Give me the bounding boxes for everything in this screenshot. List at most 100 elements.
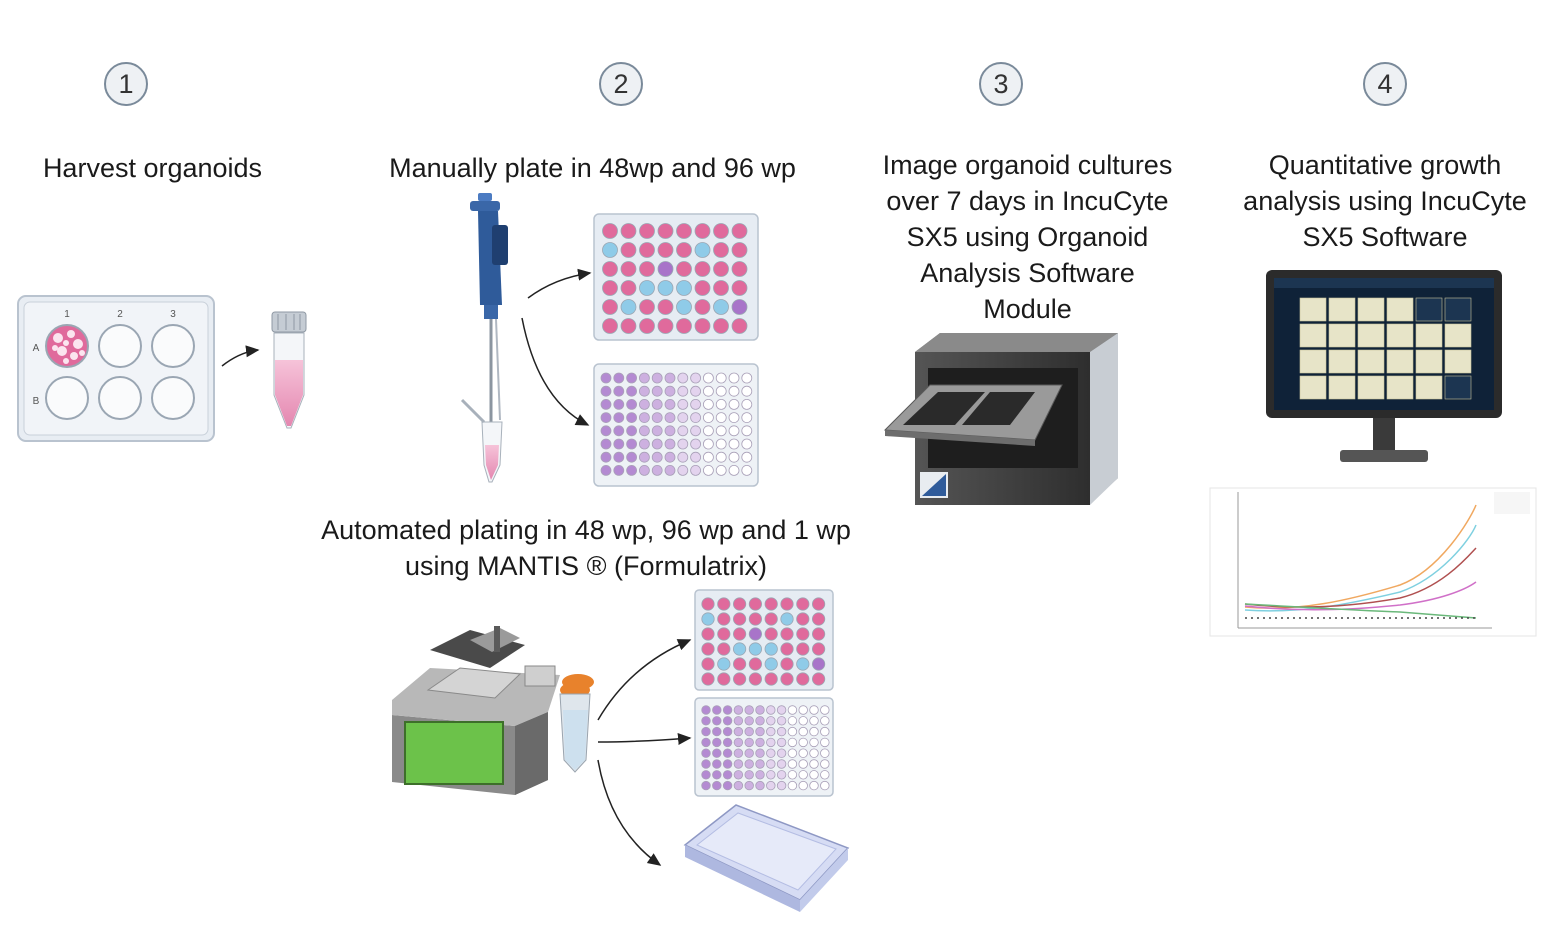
well bbox=[732, 612, 747, 626]
monitor-image-tile bbox=[1328, 349, 1356, 374]
well bbox=[701, 759, 711, 769]
well bbox=[741, 438, 753, 450]
well bbox=[733, 780, 744, 791]
well bbox=[798, 780, 808, 791]
well bbox=[809, 705, 819, 715]
well bbox=[780, 672, 794, 686]
well bbox=[701, 597, 715, 611]
well bbox=[741, 372, 753, 384]
well bbox=[639, 299, 655, 315]
well bbox=[613, 412, 625, 424]
well bbox=[703, 425, 714, 437]
well bbox=[748, 672, 763, 686]
well bbox=[690, 385, 701, 397]
well bbox=[626, 398, 637, 410]
well bbox=[713, 261, 729, 277]
well bbox=[690, 398, 701, 410]
well bbox=[676, 280, 692, 296]
falcon-tube-icon bbox=[559, 674, 594, 773]
monitor-image-tile bbox=[1386, 297, 1414, 322]
well bbox=[676, 299, 692, 315]
step-3-label-line: Image organoid cultures bbox=[882, 150, 1173, 180]
well bbox=[722, 770, 733, 780]
well bbox=[602, 299, 618, 315]
well bbox=[731, 261, 748, 277]
well bbox=[712, 759, 722, 769]
well bbox=[796, 627, 810, 641]
conical-tube-icon bbox=[271, 311, 307, 429]
well bbox=[602, 242, 618, 258]
mantis-dispenser-icon bbox=[392, 626, 560, 795]
well bbox=[701, 627, 715, 641]
well bbox=[809, 737, 819, 748]
well bbox=[766, 770, 776, 780]
well bbox=[613, 464, 625, 476]
well bbox=[676, 223, 692, 239]
well bbox=[728, 412, 740, 424]
monitor-image-tile bbox=[1357, 349, 1385, 374]
well bbox=[798, 705, 808, 715]
arrow bbox=[597, 639, 692, 721]
well bbox=[722, 716, 733, 726]
well bbox=[766, 716, 776, 726]
well bbox=[755, 737, 765, 748]
well bbox=[651, 464, 663, 476]
automated-plating-label: Automated plating in 48 wp, 96 wp and 1 … bbox=[280, 512, 892, 584]
well bbox=[731, 223, 748, 239]
well bbox=[664, 372, 676, 384]
well bbox=[809, 770, 819, 780]
well bbox=[626, 385, 637, 397]
well bbox=[690, 412, 701, 424]
well bbox=[703, 398, 714, 410]
well bbox=[717, 597, 731, 611]
well bbox=[732, 627, 747, 641]
well bbox=[741, 385, 753, 397]
monitor-image-tile bbox=[1357, 323, 1385, 348]
step-1-number: 1 bbox=[104, 62, 148, 106]
well bbox=[733, 748, 744, 758]
well bbox=[748, 597, 763, 611]
well bbox=[677, 385, 689, 397]
well bbox=[664, 412, 676, 424]
well bbox=[755, 759, 765, 769]
well bbox=[722, 705, 733, 715]
well bbox=[602, 318, 618, 334]
well bbox=[820, 716, 830, 726]
well bbox=[703, 451, 714, 463]
well bbox=[766, 726, 776, 737]
well bbox=[664, 464, 676, 476]
arrow bbox=[597, 732, 692, 745]
arrow bbox=[527, 268, 592, 299]
monitor-image-tile bbox=[1357, 375, 1385, 400]
well bbox=[639, 261, 655, 277]
well bbox=[715, 451, 727, 463]
well bbox=[744, 770, 754, 780]
well bbox=[741, 464, 753, 476]
well bbox=[620, 299, 637, 315]
well bbox=[664, 451, 676, 463]
well bbox=[766, 759, 776, 769]
well bbox=[776, 759, 787, 769]
well bbox=[798, 770, 808, 780]
step-4-label-line: analysis using IncuCyte bbox=[1243, 186, 1527, 216]
well bbox=[722, 780, 733, 791]
well bbox=[651, 412, 663, 424]
well bbox=[787, 770, 798, 780]
monitor-image-tile bbox=[1386, 323, 1414, 348]
well bbox=[733, 705, 744, 715]
well bbox=[690, 464, 701, 476]
well bbox=[694, 318, 711, 334]
well bbox=[677, 451, 689, 463]
well bbox=[713, 280, 729, 296]
well bbox=[744, 780, 754, 791]
well bbox=[713, 223, 729, 239]
well bbox=[664, 385, 676, 397]
well bbox=[600, 385, 612, 397]
arrow bbox=[221, 345, 260, 367]
well bbox=[639, 280, 655, 296]
well bbox=[809, 748, 819, 758]
step-1-label: Harvest organoids bbox=[42, 153, 263, 183]
well bbox=[701, 748, 711, 758]
well bbox=[755, 780, 765, 791]
